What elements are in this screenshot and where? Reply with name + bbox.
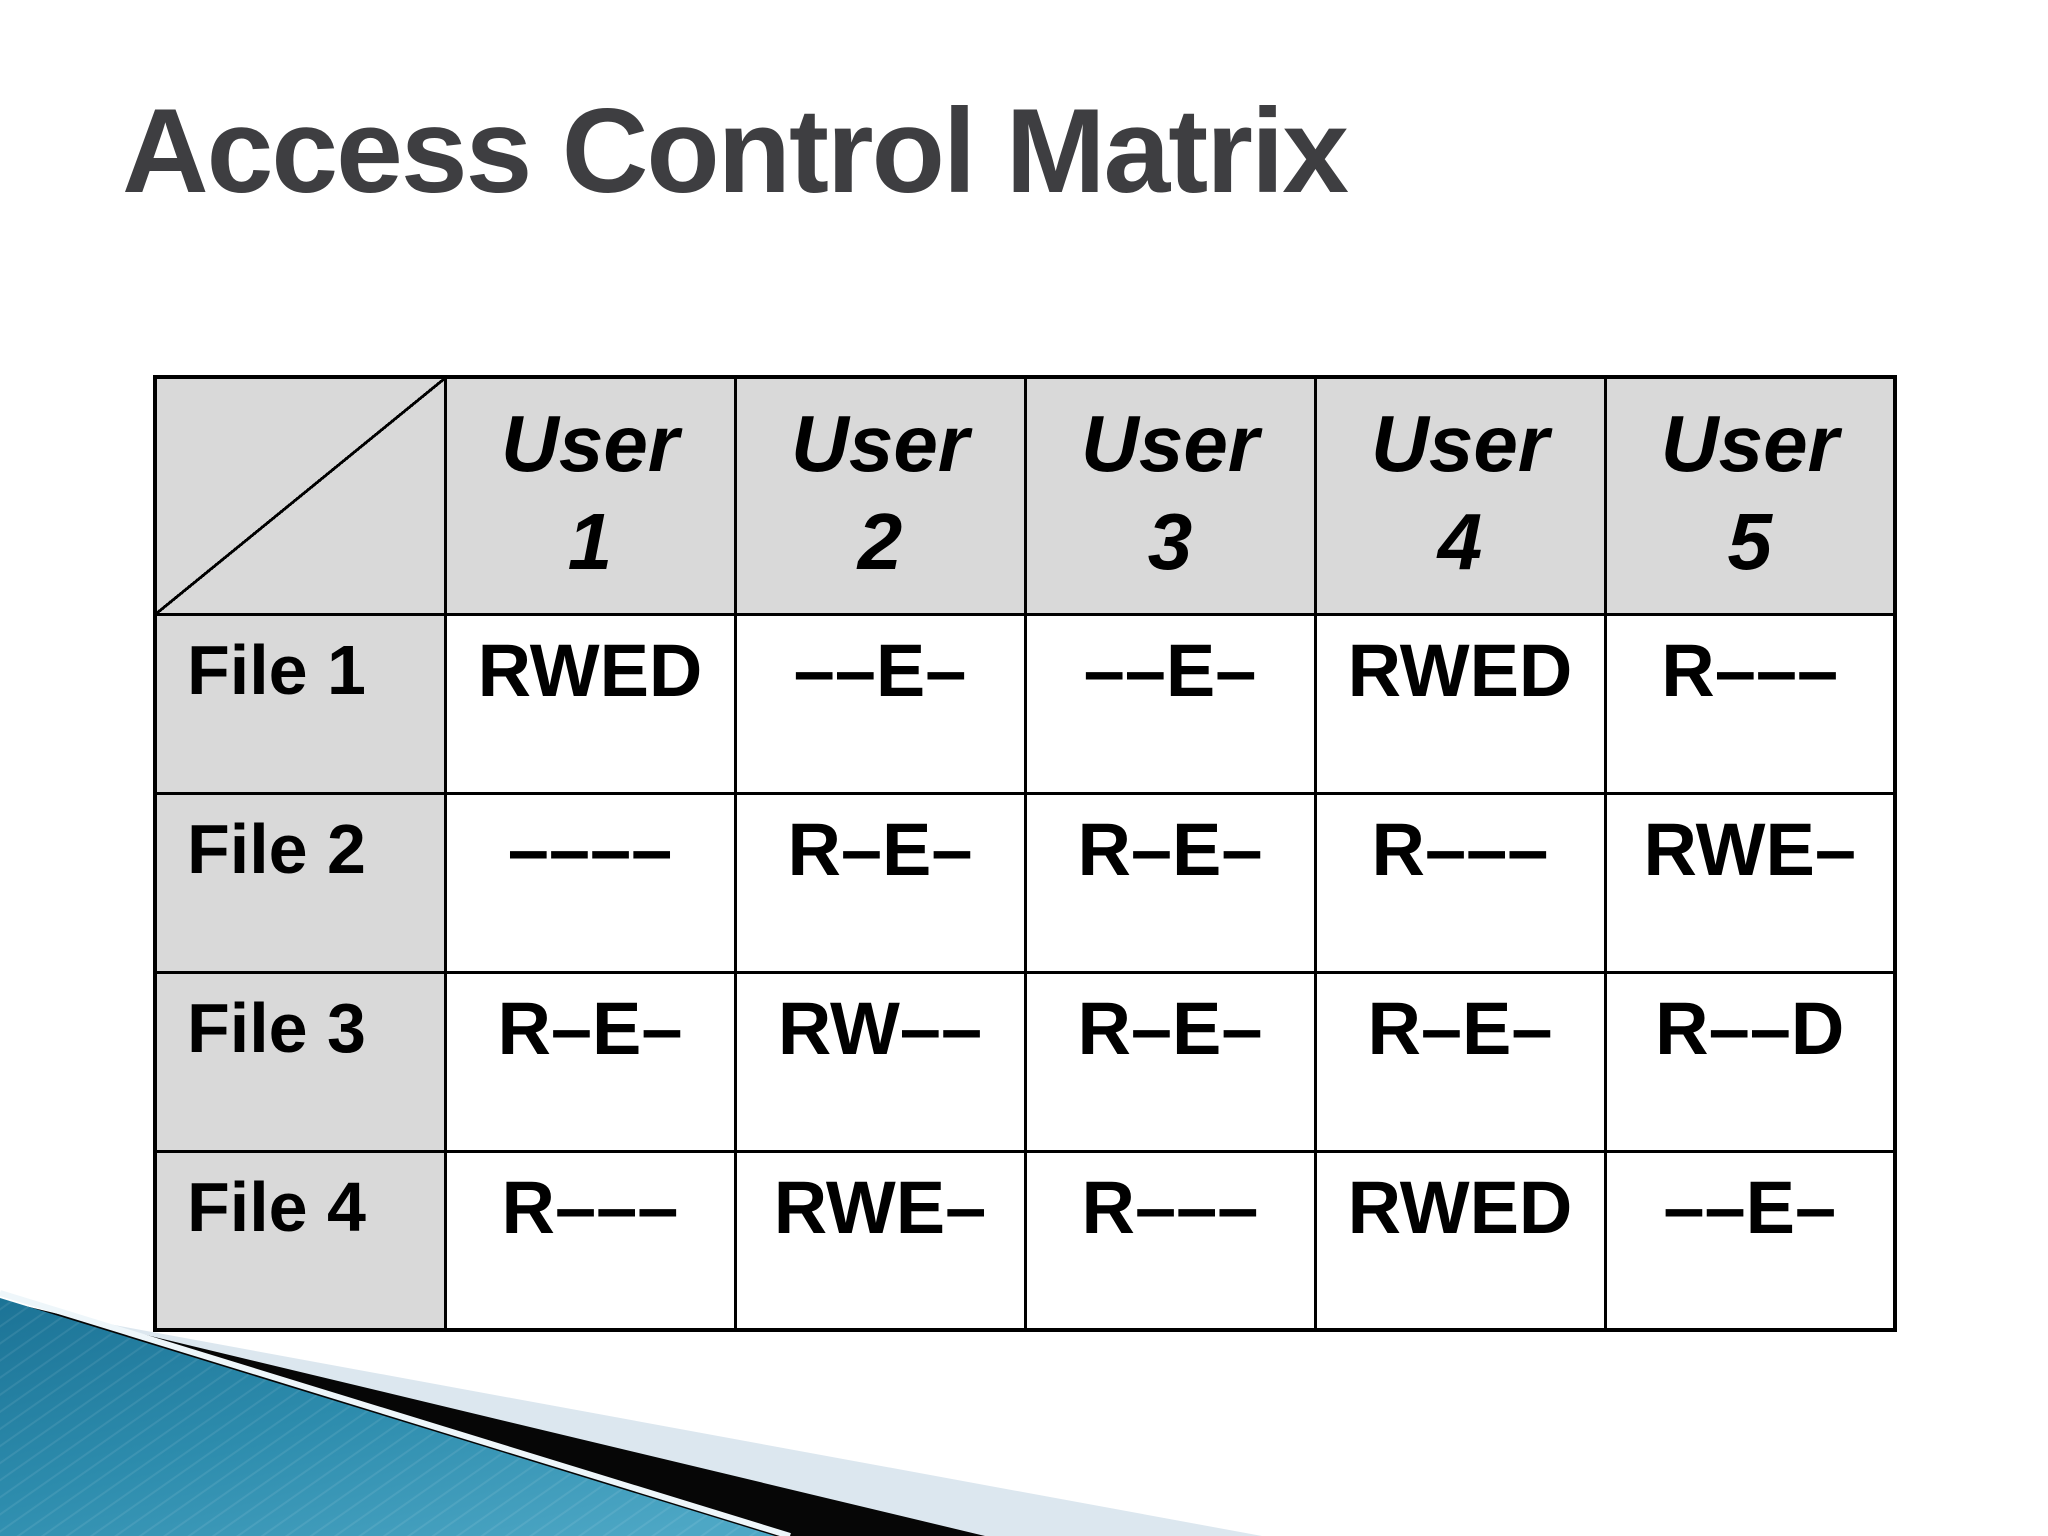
- column-header-number: 4: [1437, 496, 1483, 586]
- matrix-cell: R–E–: [1023, 970, 1317, 1153]
- column-header-number: 2: [857, 496, 903, 586]
- matrix-cell: ––––: [443, 791, 737, 974]
- matrix-cell: RWE–: [733, 1149, 1027, 1332]
- row-label: File 4: [153, 1149, 447, 1332]
- column-header-label: User: [501, 399, 679, 488]
- column-header-label: User: [1081, 399, 1259, 488]
- matrix-cell: R–E–: [733, 791, 1027, 974]
- matrix-cell: R–––: [1023, 1149, 1317, 1332]
- matrix-cell: R–E–: [1023, 791, 1317, 974]
- matrix-cell: ––E–: [1603, 1149, 1897, 1332]
- matrix-cell: RWED: [1313, 612, 1607, 795]
- matrix-cell: RWED: [443, 612, 737, 795]
- matrix-cell: R–E–: [443, 970, 737, 1153]
- column-header-label: User: [1371, 399, 1549, 488]
- matrix-cell: RWE–: [1603, 791, 1897, 974]
- column-header-user1: User 1: [443, 375, 737, 616]
- slide-accent-graphic: [0, 1290, 1262, 1536]
- matrix-cell: R––D: [1603, 970, 1897, 1153]
- column-header-number: 5: [1727, 496, 1773, 586]
- column-header-user3: User 3: [1023, 375, 1317, 616]
- column-header-user5: User 5: [1603, 375, 1897, 616]
- column-header-label: User: [791, 399, 969, 488]
- table-row-file1: File 1 RWED ––E– ––E– RWED R–––: [153, 612, 1897, 795]
- row-label: File 1: [153, 612, 447, 795]
- matrix-cell: RW––: [733, 970, 1027, 1153]
- table-row-file4: File 4 R––– RWE– R––– RWED ––E–: [153, 1149, 1897, 1332]
- column-header-number: 1: [567, 496, 613, 586]
- row-label: File 3: [153, 970, 447, 1153]
- matrix-cell: ––E–: [733, 612, 1027, 795]
- corner-diagonal-cell: [153, 375, 447, 616]
- column-header-user2: User 2: [733, 375, 1027, 616]
- slide-title: Access Control Matrix: [122, 84, 1349, 218]
- matrix-cell: R–––: [1603, 612, 1897, 795]
- column-header-label: User: [1660, 399, 1839, 488]
- row-label: File 2: [153, 791, 447, 974]
- column-header-number: 3: [1147, 496, 1193, 586]
- matrix-cell: RWED: [1313, 1149, 1607, 1332]
- column-header-user4: User 4: [1313, 375, 1607, 616]
- matrix-cell: R–––: [443, 1149, 737, 1332]
- access-control-matrix-table: User 1 User 2 User 3 User 4 User 5: [153, 375, 1897, 1332]
- matrix-cell: ––E–: [1023, 612, 1317, 795]
- table-row-file3: File 3 R–E– RW–– R–E– R–E– R––D: [153, 970, 1897, 1153]
- table-header-row: User 1 User 2 User 3 User 4 User 5: [153, 375, 1897, 616]
- matrix-cell: R–E–: [1313, 970, 1607, 1153]
- table-row-file2: File 2 –––– R–E– R–E– R––– RWE–: [153, 791, 1897, 974]
- matrix-cell: R–––: [1313, 791, 1607, 974]
